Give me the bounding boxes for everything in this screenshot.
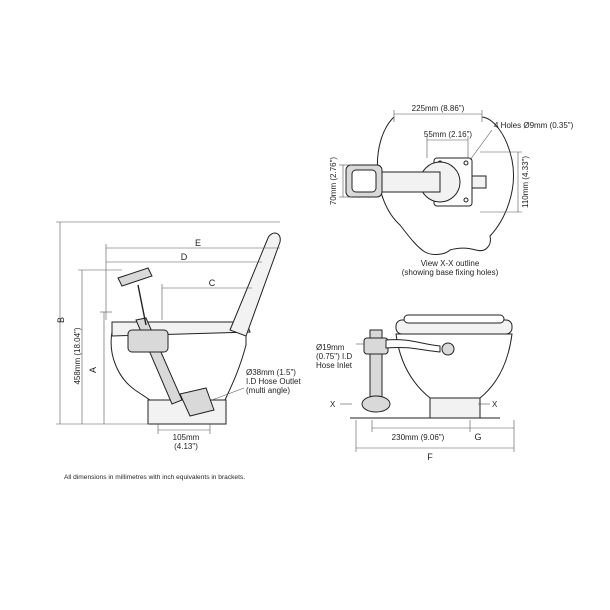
view-caption-sub: (showing base fixing holes): [402, 268, 499, 277]
base-foot: [471, 175, 487, 189]
right-height-dim: 110mm (4.33"): [521, 156, 530, 208]
front-view: Ø19mm (0.75") I.D Hose Inlet X X 230mm (…: [316, 314, 515, 462]
base-width-dim-inch: (4.13"): [174, 442, 198, 451]
side-height-dim: 458mm (18.04"): [73, 327, 82, 384]
front-pump-head: [363, 337, 389, 355]
outlet-note-2: I.D Hose Outlet: [246, 377, 301, 386]
hole-spacing-dim: 55mm (2.16"): [424, 130, 473, 139]
label-f: F: [427, 452, 433, 462]
label-a: A: [88, 367, 98, 373]
inlet-note-2: (0.75") I.D: [316, 352, 352, 361]
front-base: [429, 397, 481, 419]
front-base-width-dim: 230mm (9.06"): [392, 433, 445, 442]
hose-outlet: [179, 387, 215, 417]
section-mark-right: X: [492, 400, 498, 409]
pump-head-inner: [351, 169, 377, 193]
holes-note: 4 Holes Ø9mm (0.35"): [494, 121, 574, 130]
top-view: 225mm (8.86") 55mm (2.16") 4 Holes Ø9mm …: [329, 104, 574, 277]
label-g: G: [474, 432, 481, 442]
fixing-hole: [463, 197, 469, 203]
left-height-dim: 70mm (2.76"): [329, 157, 338, 206]
footnote: All dimensions in millimetres with inch …: [64, 474, 245, 481]
fixing-hole: [463, 160, 469, 166]
label-d: D: [181, 252, 188, 262]
label-b: B: [56, 317, 66, 323]
front-seat-top: [403, 314, 505, 324]
view-caption: View X-X outline: [421, 259, 480, 268]
seat-lid: [229, 232, 281, 337]
pump-rod: [137, 284, 147, 326]
front-inlet-hose: [385, 339, 441, 353]
front-pump-base: [361, 395, 391, 413]
pump-housing: [127, 329, 169, 353]
pump-handle: [117, 267, 153, 287]
label-e: E: [195, 238, 201, 248]
label-c: C: [209, 278, 216, 288]
front-valve: [441, 342, 455, 356]
section-mark-left: X: [330, 400, 336, 409]
side-view: B 458mm (18.04") A E D C Ø38mm (1.5") I.…: [56, 221, 301, 451]
top-width-dim: 225mm (8.86"): [412, 104, 465, 113]
inlet-note: Ø19mm: [316, 343, 345, 352]
inlet-note-3: Hose Inlet: [316, 361, 353, 370]
outlet-note: Ø38mm (1.5"): [246, 368, 296, 377]
base-width-dim: 105mm: [173, 433, 200, 442]
outlet-note-3: (multi angle): [246, 386, 290, 395]
